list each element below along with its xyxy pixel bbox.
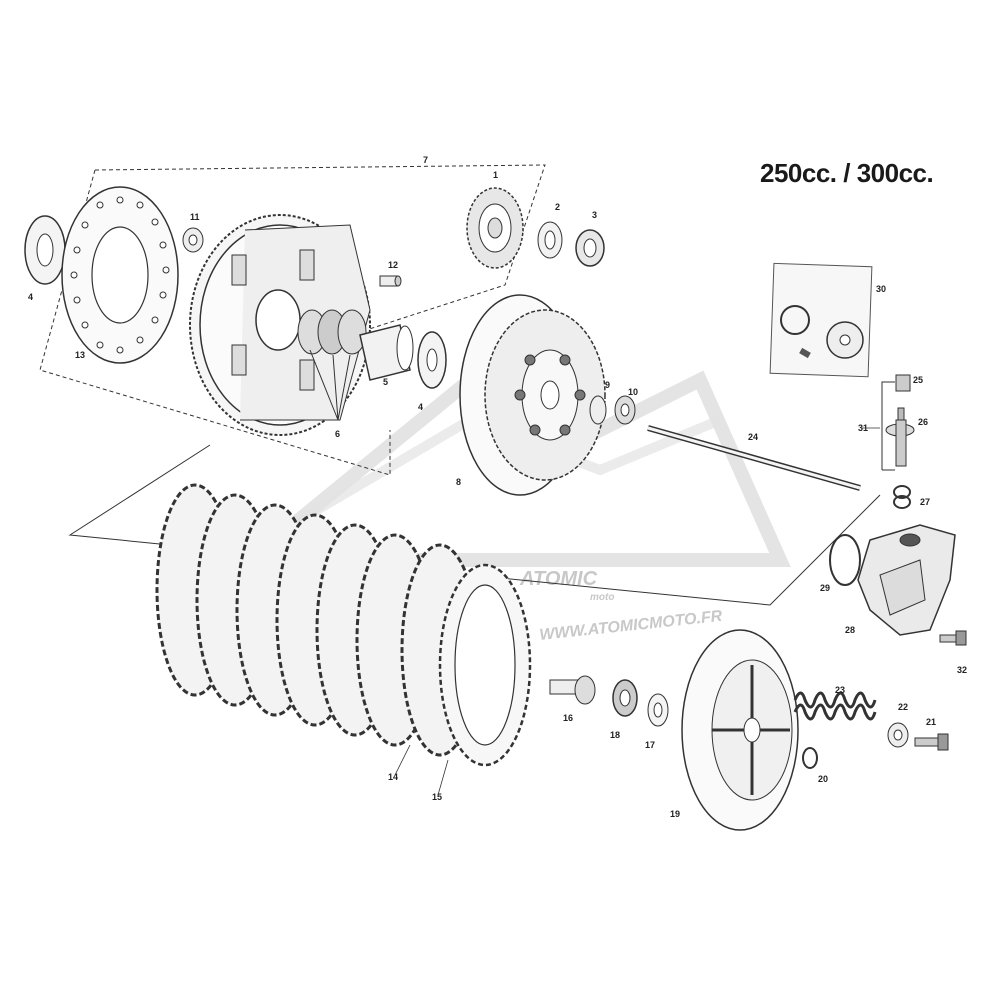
circlip-part [802, 747, 818, 769]
perforated-disc-part [61, 186, 179, 364]
pin-part [379, 275, 402, 287]
callout-13: 13 [75, 350, 85, 360]
callout-11: 11 [190, 212, 200, 222]
watermark-sub: moto [590, 592, 614, 603]
o-ring-part [893, 485, 911, 509]
spring-cup-part [887, 722, 909, 748]
callout-21: 21 [926, 717, 936, 727]
clutch-spring-part [793, 691, 877, 721]
washer-part [24, 215, 66, 285]
callout-1: 1 [493, 170, 498, 180]
callout-22: 22 [898, 702, 908, 712]
callout-23: 23 [835, 685, 845, 695]
callout-6: 6 [335, 429, 340, 439]
callout-32: 32 [957, 665, 967, 675]
callout-4-center: 4 [418, 402, 423, 412]
needle-bearing-part [297, 309, 367, 421]
spring-bolt-part [914, 733, 949, 751]
nut-part [575, 229, 605, 267]
callout-10: 10 [628, 387, 638, 397]
sleeve-part [359, 324, 414, 381]
callout-20: 20 [818, 774, 828, 784]
bolt-part [939, 630, 967, 646]
bushing-part [182, 227, 204, 253]
callout-3: 3 [592, 210, 597, 220]
callout-9: 9 [605, 380, 610, 390]
bracket-7 [94, 164, 546, 346]
washer-center-part [417, 331, 447, 389]
callout-16: 16 [563, 713, 573, 723]
thrust-washer-part [647, 693, 669, 727]
callout-4-left: 4 [28, 292, 33, 302]
clutch-plates-stack [155, 483, 532, 767]
diagram-title: 250cc. / 300cc. [760, 158, 934, 188]
bleed-valve-part [881, 374, 915, 471]
leader-lines [394, 427, 880, 796]
callout-18: 18 [610, 730, 620, 740]
callout-29: 29 [820, 583, 830, 593]
callout-30: 30 [876, 284, 886, 294]
spacer-part [537, 221, 563, 259]
callout-14: 14 [388, 772, 398, 782]
callout-25: 25 [913, 375, 923, 385]
seal-kit-part [769, 262, 873, 378]
callout-15: 15 [432, 792, 442, 802]
watermark-url: WWW.ATOMICMOTO.FR [539, 608, 724, 644]
callout-26: 26 [918, 417, 928, 427]
slave-cylinder-part [857, 524, 956, 636]
watermark-brand: ATOMIC [519, 568, 598, 590]
thrust-bearing-part [612, 679, 638, 717]
bracket-7-lower [39, 169, 391, 476]
callout-7: 7 [423, 155, 428, 165]
callout-5: 5 [383, 377, 388, 387]
callout-27: 27 [920, 497, 930, 507]
callout-17: 17 [645, 740, 655, 750]
push-piece-part [549, 675, 596, 705]
gasket-part [829, 534, 861, 586]
callout-19: 19 [670, 809, 680, 819]
callout-8: 8 [456, 477, 461, 487]
pressure-plate-part [681, 629, 799, 831]
callout-28: 28 [845, 625, 855, 635]
push-rod-part [647, 425, 861, 491]
lock-washer-part [589, 395, 607, 425]
hub-nut-part [614, 395, 636, 425]
callout-2: 2 [555, 202, 560, 212]
primary-gear-part [466, 187, 524, 269]
clutch-hub-part [459, 294, 606, 496]
callout-12: 12 [388, 260, 398, 270]
callout-24: 24 [748, 432, 758, 442]
